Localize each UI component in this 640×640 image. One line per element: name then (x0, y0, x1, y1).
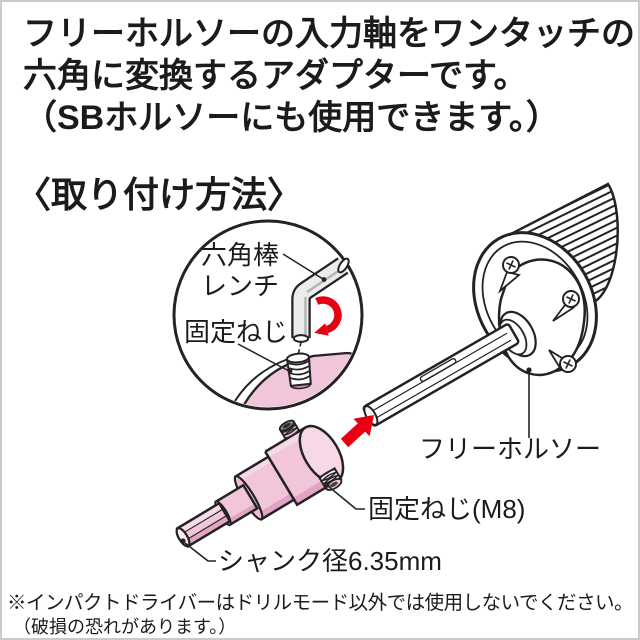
description-line-3: （SBホルソーにも使用できます。） (23, 99, 560, 137)
hex-wrench-label-line-2: レンチ (201, 271, 280, 301)
description-line-2: 六角に変換するアダプターです。 (23, 57, 528, 95)
product-description: フリーホルソーの入力軸をワンタッチの 六角に変換するアダプターです。 （SBホル… (23, 13, 635, 139)
hex-wrench-label-line-1: 六角棒 (201, 240, 280, 270)
hex-wrench-label: 六角棒 レンチ (201, 240, 279, 302)
flange-screw-3 (548, 349, 577, 373)
free-hole-saw-label: フリーホルソー (419, 434, 602, 464)
caution-note-line-1: ※インパクトドライバーはドリルモード以外では使用しないでください。 (7, 592, 634, 614)
leader-hex-wrench (282, 253, 327, 282)
callout-circle (172, 219, 364, 411)
hex-wrench-drawing (291, 257, 350, 343)
caution-note-line-2: （破損の恐れがあります。） (13, 617, 237, 637)
shank-diameter-label: シャンク径6.35mm (218, 546, 442, 576)
leader-set-screw (237, 343, 293, 374)
set-screw-m8-label: 固定ねじ(M8) (368, 494, 526, 524)
leader-set-screw-m8 (324, 482, 365, 510)
magnified-adapter-edge (231, 358, 289, 407)
adapter-side-set-screw (317, 467, 343, 491)
magnified-set-screw (285, 352, 312, 390)
leader-free-hole-saw (526, 367, 532, 438)
hole-saw-hex-shaft (362, 323, 520, 427)
installation-method-heading: 〈取り付け方法〉 (15, 174, 304, 215)
description-line-1: フリーホルソーの入力軸をワンタッチの (23, 15, 635, 53)
rotation-arrow (314, 296, 342, 336)
set-screw-label: 固定ねじ (184, 317, 289, 347)
adapter-drawing (175, 419, 365, 562)
hole-saw-drawing (362, 182, 619, 438)
adapter-top-set-screw (278, 419, 301, 441)
insert-direction-arrow (340, 415, 374, 448)
flange-screw-2 (552, 290, 580, 322)
alignment-dashed-line (297, 342, 302, 354)
leader-shank-diameter (180, 538, 216, 562)
flange-screw-1 (497, 256, 521, 294)
